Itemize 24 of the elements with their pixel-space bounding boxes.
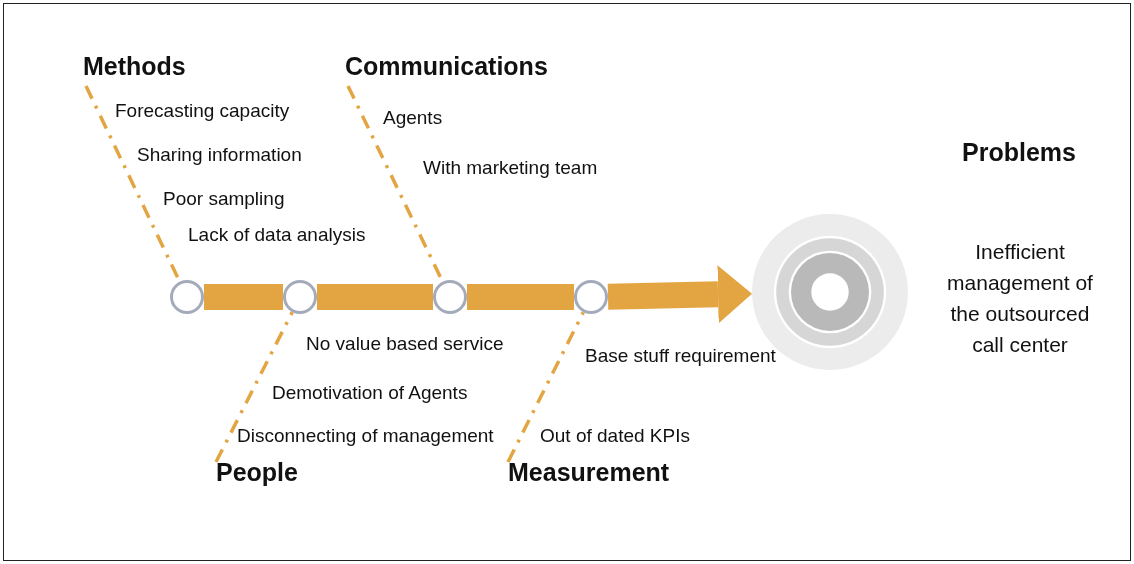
cause-text: Demotivation of Agents <box>272 382 468 404</box>
cause-text: With marketing team <box>423 157 598 179</box>
category-heading: Methods <box>83 52 186 81</box>
junction-circle <box>433 280 467 314</box>
problem-heading: Problems <box>962 138 1076 167</box>
category-heading: Measurement <box>508 458 670 487</box>
cause-text: No value based service <box>306 333 504 355</box>
problem-text: Inefficient management of the outsourced call center <box>946 239 1094 358</box>
cause-text: Agents <box>383 107 443 129</box>
cause-text: Base stuff requirement <box>585 345 776 367</box>
cause-text: Sharing information <box>137 144 302 166</box>
cause-text: Forecasting capacity <box>115 100 290 122</box>
junction-circle <box>170 280 204 314</box>
cause-text: Disconnecting of management <box>237 425 494 447</box>
category-heading: Communications <box>345 52 548 81</box>
bone-line <box>214 311 294 463</box>
junction-circle <box>574 280 608 314</box>
cause-text: Poor sampling <box>163 188 285 210</box>
cause-text: Lack of data analysis <box>188 224 366 246</box>
cause-text: Out of dated KPIs <box>540 425 690 447</box>
category-heading: People <box>216 458 298 487</box>
junction-circle <box>283 280 317 314</box>
spine-arrow <box>607 265 752 324</box>
bone-line <box>506 311 585 463</box>
